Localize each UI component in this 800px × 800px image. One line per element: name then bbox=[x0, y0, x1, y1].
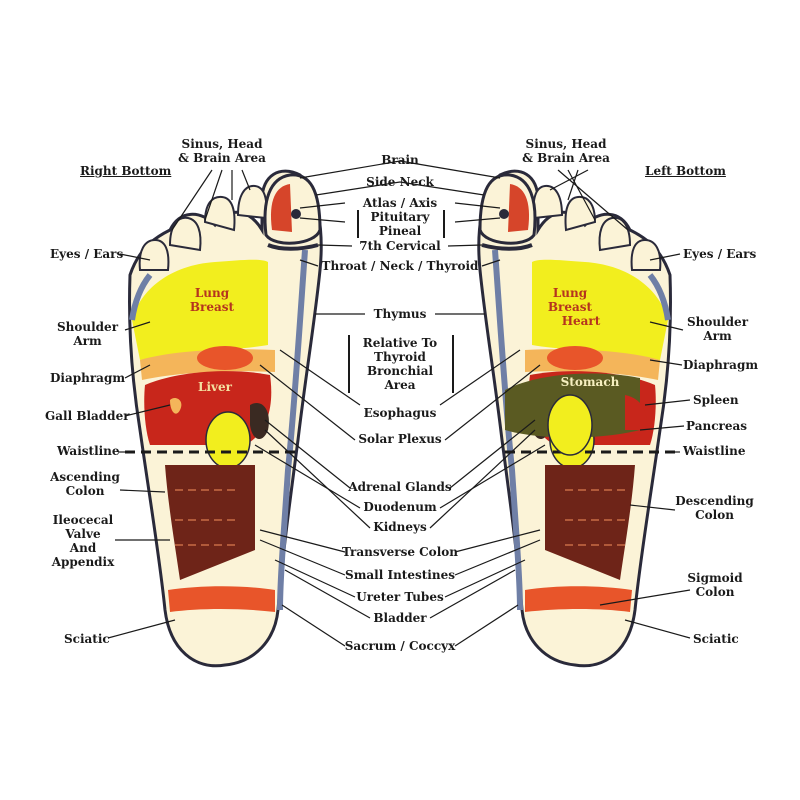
label-ileocecal: Ileocecal Valve And Appendix bbox=[48, 513, 118, 569]
label-waistline-left: Waistline bbox=[57, 444, 120, 458]
zone-left-lung-2: Breast bbox=[189, 300, 235, 314]
label-pineal: Pineal bbox=[378, 224, 422, 238]
label-sinus-left: Sinus, Head & Brain Area bbox=[176, 137, 268, 165]
label-relative-1: Relative To bbox=[362, 336, 438, 350]
zone-right-lung-2: Breast bbox=[547, 300, 593, 314]
label-sciatic-left: Sciatic bbox=[64, 632, 110, 646]
label-ileocecal-3: And bbox=[69, 541, 97, 555]
label-sciatic-right: Sciatic bbox=[693, 632, 739, 646]
label-duodenum: Duodenum bbox=[363, 500, 437, 514]
label-solar-plexus: Solar Plexus bbox=[358, 432, 442, 446]
label-7th-cervical: 7th Cervical bbox=[359, 239, 441, 253]
label-shoulder-right-2: Arm bbox=[703, 329, 732, 343]
label-shoulder-left-1: Shoulder bbox=[56, 320, 119, 334]
label-pancreas: Pancreas bbox=[686, 419, 747, 433]
label-sigmoid-colon-1: Sigmoid bbox=[687, 571, 743, 585]
label-gall-bladder: Gall Bladder bbox=[45, 409, 130, 423]
label-sinus-left-1: Sinus, Head bbox=[181, 137, 263, 151]
label-eyes-ears-left: Eyes / Ears bbox=[50, 247, 124, 261]
zone-left-lung: Lung Breast bbox=[182, 286, 242, 314]
zone-right-heart: Heart bbox=[561, 314, 601, 328]
label-brain: Brain bbox=[381, 153, 419, 167]
label-sinus-left-2: & Brain Area bbox=[178, 151, 266, 165]
label-sacrum: Sacrum / Coccyx bbox=[344, 639, 456, 653]
header-left-bottom: Left Bottom bbox=[645, 164, 726, 178]
label-relative-block: Relative To Thyroid Bronchial Area bbox=[348, 336, 452, 392]
label-throat: Throat / Neck / Thyroid bbox=[321, 259, 479, 273]
pituitary-bracket bbox=[357, 210, 445, 238]
label-relative-3: Bronchial bbox=[366, 364, 434, 378]
label-esophagus: Esophagus bbox=[363, 406, 437, 420]
label-ureter-tubes: Ureter Tubes bbox=[356, 590, 444, 604]
label-eyes-ears-right: Eyes / Ears bbox=[683, 247, 757, 261]
label-descending-colon: Descending Colon bbox=[672, 494, 757, 522]
label-sinus-right-1: Sinus, Head bbox=[525, 137, 607, 151]
label-shoulder-left: Shoulder Arm bbox=[50, 320, 125, 348]
relative-bracket bbox=[348, 335, 454, 393]
label-shoulder-right-1: Shoulder bbox=[686, 315, 749, 329]
label-descending-colon-2: Colon bbox=[695, 508, 734, 522]
label-transverse-colon: Transverse Colon bbox=[342, 545, 458, 559]
zone-left-liver: Liver bbox=[198, 380, 232, 394]
zone-right-lung-1: Lung bbox=[552, 286, 588, 300]
label-pituitary: Pituitary bbox=[370, 210, 430, 224]
label-shoulder-left-2: Arm bbox=[73, 334, 102, 348]
label-diaphragm-right: Diaphragm bbox=[683, 358, 759, 372]
label-relative-4: Area bbox=[384, 378, 416, 392]
label-diaphragm-left: Diaphragm bbox=[50, 371, 126, 385]
label-shoulder-right: Shoulder Arm bbox=[680, 315, 755, 343]
label-sinus-right-2: & Brain Area bbox=[522, 151, 610, 165]
label-ascending-colon-1: Ascending bbox=[50, 470, 120, 484]
label-relative-2: Thyroid bbox=[374, 350, 426, 364]
label-ileocecal-4: Appendix bbox=[51, 555, 115, 569]
label-ascending-colon-2: Colon bbox=[65, 484, 105, 498]
label-waistline-right: Waistline bbox=[683, 444, 746, 458]
header-right-bottom: Right Bottom bbox=[80, 164, 172, 178]
label-small-intestines: Small Intestines bbox=[345, 568, 455, 582]
label-sinus-right: Sinus, Head & Brain Area bbox=[520, 137, 612, 165]
label-adrenal: Adrenal Glands bbox=[348, 480, 452, 494]
label-ascending-colon: Ascending Colon bbox=[45, 470, 125, 498]
label-spleen: Spleen bbox=[693, 393, 739, 407]
label-pituitary-block: Pituitary Pineal bbox=[355, 210, 445, 238]
label-side-neck: Side Neck bbox=[366, 175, 434, 189]
label-sigmoid-colon-2: Colon bbox=[695, 585, 735, 599]
right-foot bbox=[125, 171, 321, 666]
label-descending-colon-1: Descending bbox=[675, 494, 754, 508]
zone-right-stomach: Stomach bbox=[560, 375, 620, 389]
label-ileocecal-2: Valve bbox=[65, 527, 101, 541]
zone-right-lung: Lung Breast Heart bbox=[535, 286, 605, 328]
label-kidneys: Kidneys bbox=[373, 520, 427, 534]
label-sigmoid-colon: Sigmoid Colon bbox=[680, 571, 750, 599]
label-atlas-axis: Atlas / Axis bbox=[362, 196, 438, 210]
label-ileocecal-1: Ileocecal bbox=[52, 513, 114, 527]
label-bladder: Bladder bbox=[373, 611, 427, 625]
label-thymus: Thymus bbox=[373, 307, 427, 321]
zone-left-lung-1: Lung bbox=[194, 286, 230, 300]
